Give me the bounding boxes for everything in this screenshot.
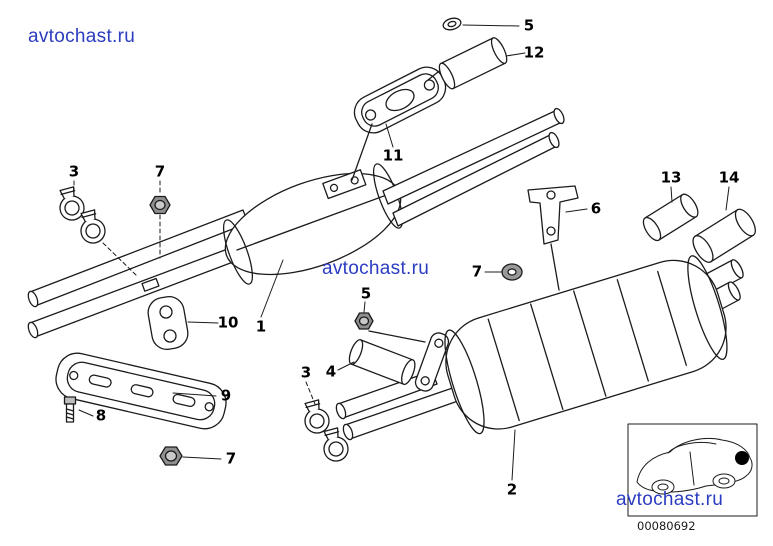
callout-8[interactable]: 8 [95, 406, 107, 425]
callout-4[interactable]: 4 [325, 362, 337, 381]
clamp [304, 399, 330, 434]
gasket-ring [442, 17, 462, 31]
clamp [323, 427, 349, 462]
callout-3b[interactable]: 3 [300, 363, 312, 382]
callout-7c[interactable]: 7 [225, 449, 237, 468]
construction-lines [73, 180, 316, 405]
callout-1[interactable]: 1 [255, 317, 267, 336]
callout-3a[interactable]: 3 [68, 162, 80, 181]
tailpipe-tip-14 [692, 208, 756, 263]
callout-12[interactable]: 12 [523, 43, 545, 62]
callout-7a[interactable]: 7 [154, 162, 166, 181]
part-location-dot [735, 451, 749, 465]
watermark-top-left: avtochast.ru [28, 26, 136, 47]
pipe-stub [348, 339, 416, 385]
rubber-mount [501, 263, 523, 281]
callout-6[interactable]: 6 [590, 199, 602, 218]
front-silencer [222, 163, 404, 285]
pipe-clip [141, 277, 160, 292]
rear-muffler [444, 255, 728, 435]
watermark-bottom-right: avtochast.ru [616, 489, 724, 510]
car-window-line [667, 441, 717, 454]
bolt [63, 396, 77, 423]
nut [149, 195, 171, 215]
car-wheel-front [651, 479, 675, 495]
leader-lines [78, 24, 730, 481]
car-wheel-rear [712, 473, 736, 489]
callout-10[interactable]: 10 [217, 313, 239, 332]
silencer-flange [322, 169, 367, 200]
heat-shield [55, 352, 227, 430]
callout-13[interactable]: 13 [660, 168, 682, 187]
tailpipe-tip-13 [642, 193, 699, 242]
pipe-sleeve [438, 37, 508, 90]
rubber-holder [147, 295, 189, 351]
callout-5a[interactable]: 5 [523, 16, 535, 35]
callout-14[interactable]: 14 [718, 168, 740, 187]
callout-7b[interactable]: 7 [471, 262, 483, 281]
clamp [80, 209, 106, 244]
callout-2[interactable]: 2 [506, 480, 518, 499]
mount-bracket [527, 185, 579, 291]
part-number: 00080692 [637, 519, 696, 533]
callout-5b[interactable]: 5 [360, 284, 372, 303]
nut [159, 446, 183, 466]
callout-9[interactable]: 9 [220, 386, 232, 405]
clamp [59, 186, 85, 221]
inlet-flange [414, 332, 450, 392]
hex-nut [354, 312, 374, 330]
callout-11[interactable]: 11 [382, 146, 404, 165]
watermark-center: avtochast.ru [322, 258, 430, 279]
car-inset [627, 423, 758, 517]
car-door-line [689, 451, 695, 486]
silencer-exit-pipes [382, 107, 565, 227]
